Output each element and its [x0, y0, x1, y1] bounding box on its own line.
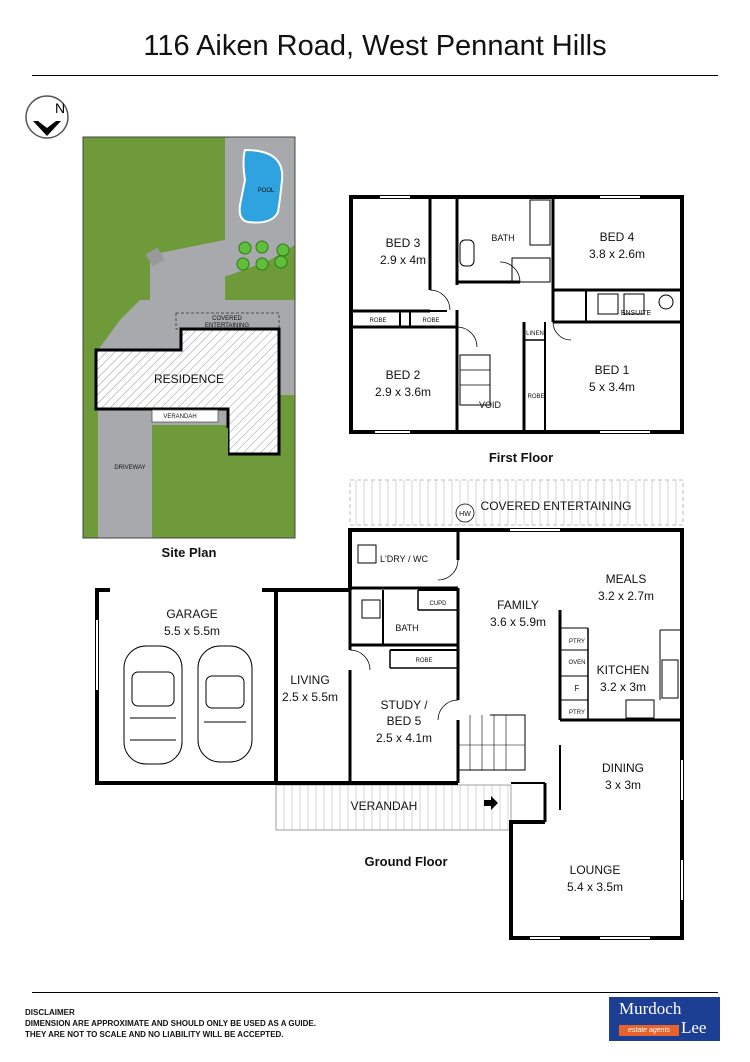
gf-garage-dim: 5.5 x 5.5m: [164, 624, 220, 638]
car-icon-2: [197, 645, 253, 763]
gf-laundry-label: L'DRY / WC: [380, 554, 428, 564]
ff-ensuite-label: ENSUITE: [621, 310, 652, 317]
gf-covered-entertaining-label: COVERED ENTERTAINING: [481, 499, 632, 513]
gf-family-dim: 3.6 x 5.9m: [490, 615, 546, 629]
ff-bed3-dim: 2.9 x 4m: [380, 253, 426, 267]
site-pool-label: POOL: [258, 188, 275, 194]
covered-entertaining-area: [349, 479, 684, 526]
ground-floor-plan: [95, 528, 684, 940]
first-floor-label: First Floor: [489, 450, 553, 465]
logo-line-2: Lee: [681, 1018, 707, 1037]
gf-lounge-label: LOUNGE: [570, 863, 621, 877]
logo-tagline: estate agents: [619, 1025, 679, 1036]
page-title: 116 Aiken Road, West Pennant Hills: [143, 30, 607, 62]
ff-robe-label-3: ROBE: [527, 394, 544, 400]
compass-north-label: N: [55, 100, 65, 116]
gf-bath-label: BATH: [395, 623, 418, 633]
site-entertaining-label: ENTERTAINING: [205, 323, 249, 329]
gf-verandah-label: VERANDAH: [351, 799, 418, 813]
hot-water-icon: [455, 503, 475, 523]
gf-lounge-dim: 5.4 x 3.5m: [567, 880, 623, 894]
disclaimer-line-2: THEY ARE NOT TO SCALE AND NO LIABILITY W…: [25, 1030, 284, 1039]
ground-floor-label: Ground Floor: [364, 854, 447, 869]
disclaimer-heading: DISCLAIMER: [25, 1008, 75, 1017]
gf-garage-label: GARAGE: [166, 607, 217, 621]
gf-study-label-2: BED 5: [387, 714, 422, 728]
ff-bed3-label: BED 3: [386, 236, 421, 250]
ff-bed4-dim: 3.8 x 2.6m: [589, 247, 645, 261]
gf-robe-label: ROBE: [415, 658, 432, 664]
gf-study-dim: 2.5 x 4.1m: [376, 731, 432, 745]
gf-hw-label: HW: [459, 511, 471, 518]
site-residence-label: RESIDENCE: [154, 372, 224, 386]
gf-study-label: STUDY /: [380, 698, 428, 712]
gf-meals-dim: 3.2 x 2.7m: [598, 589, 654, 603]
ground-floor-labels: L'DRY / WC MEALS 3.2 x 2.7m FAMILY 3.6 x…: [164, 554, 654, 894]
gf-dining-dim: 3 x 3m: [605, 778, 641, 792]
ff-robe-label-2: ROBE: [422, 318, 439, 324]
logo-line-1: Murdoch: [619, 999, 682, 1018]
verandah-area: [275, 784, 512, 831]
gf-kitchen-dim: 3.2 x 3m: [600, 680, 646, 694]
ff-bed2-dim: 2.9 x 3.6m: [375, 385, 431, 399]
first-floor-labels: BED 3 2.9 x 4m BATH BED 4 3.8 x 2.6m ROB…: [369, 230, 651, 410]
gf-family-label: FAMILY: [497, 598, 539, 612]
ff-void-label: VOID: [479, 400, 502, 410]
car-icon-1: [123, 645, 183, 765]
gf-oven-label: OVEN: [568, 660, 585, 666]
gf-fridge-label: F: [575, 684, 580, 693]
site-plan-label: Site Plan: [162, 545, 217, 560]
ff-robe-label-1: ROBE: [369, 318, 386, 324]
compass-icon: N: [25, 95, 69, 139]
gf-dining-label: DINING: [602, 761, 644, 775]
gf-pantry-label-2: PTRY: [569, 710, 585, 716]
title-divider: [32, 75, 718, 76]
gf-kitchen-label: KITCHEN: [597, 663, 650, 677]
disclaimer-line-1: DIMENSION ARE APPROXIMATE AND SHOULD ONL…: [25, 1019, 316, 1028]
gf-living-label: LIVING: [290, 673, 329, 687]
footer-divider: [32, 992, 718, 993]
gf-cupd-label: CUPD: [429, 601, 447, 607]
gf-pantry-label-1: PTRY: [569, 639, 585, 645]
site-verandah-label: VERANDAH: [163, 414, 196, 420]
disclaimer: DISCLAIMER DIMENSION ARE APPROXIMATE AND…: [25, 1007, 316, 1040]
ff-bed1-dim: 5 x 3.4m: [589, 380, 635, 394]
site-covered-label: COVERED: [212, 316, 242, 322]
site-plan: POOL COVERED ENTERTAINING RESIDENCE VERA…: [82, 136, 296, 539]
ff-bed2-label: BED 2: [386, 368, 421, 382]
agency-logo: Murdoch estate agents Lee: [609, 997, 720, 1041]
ff-linen-label: LINEN: [526, 331, 544, 337]
ff-bed4-label: BED 4: [600, 230, 635, 244]
entry-arrow-icon: [484, 796, 498, 810]
gf-meals-label: MEALS: [606, 572, 647, 586]
first-floor-plan: [349, 195, 684, 434]
ff-bath-label: BATH: [491, 233, 514, 243]
gf-living-dim: 2.5 x 5.5m: [282, 690, 338, 704]
ff-bed1-label: BED 1: [595, 363, 630, 377]
shrubs-icon: [236, 240, 290, 271]
site-driveway-label: DRIVEWAY: [114, 465, 145, 471]
